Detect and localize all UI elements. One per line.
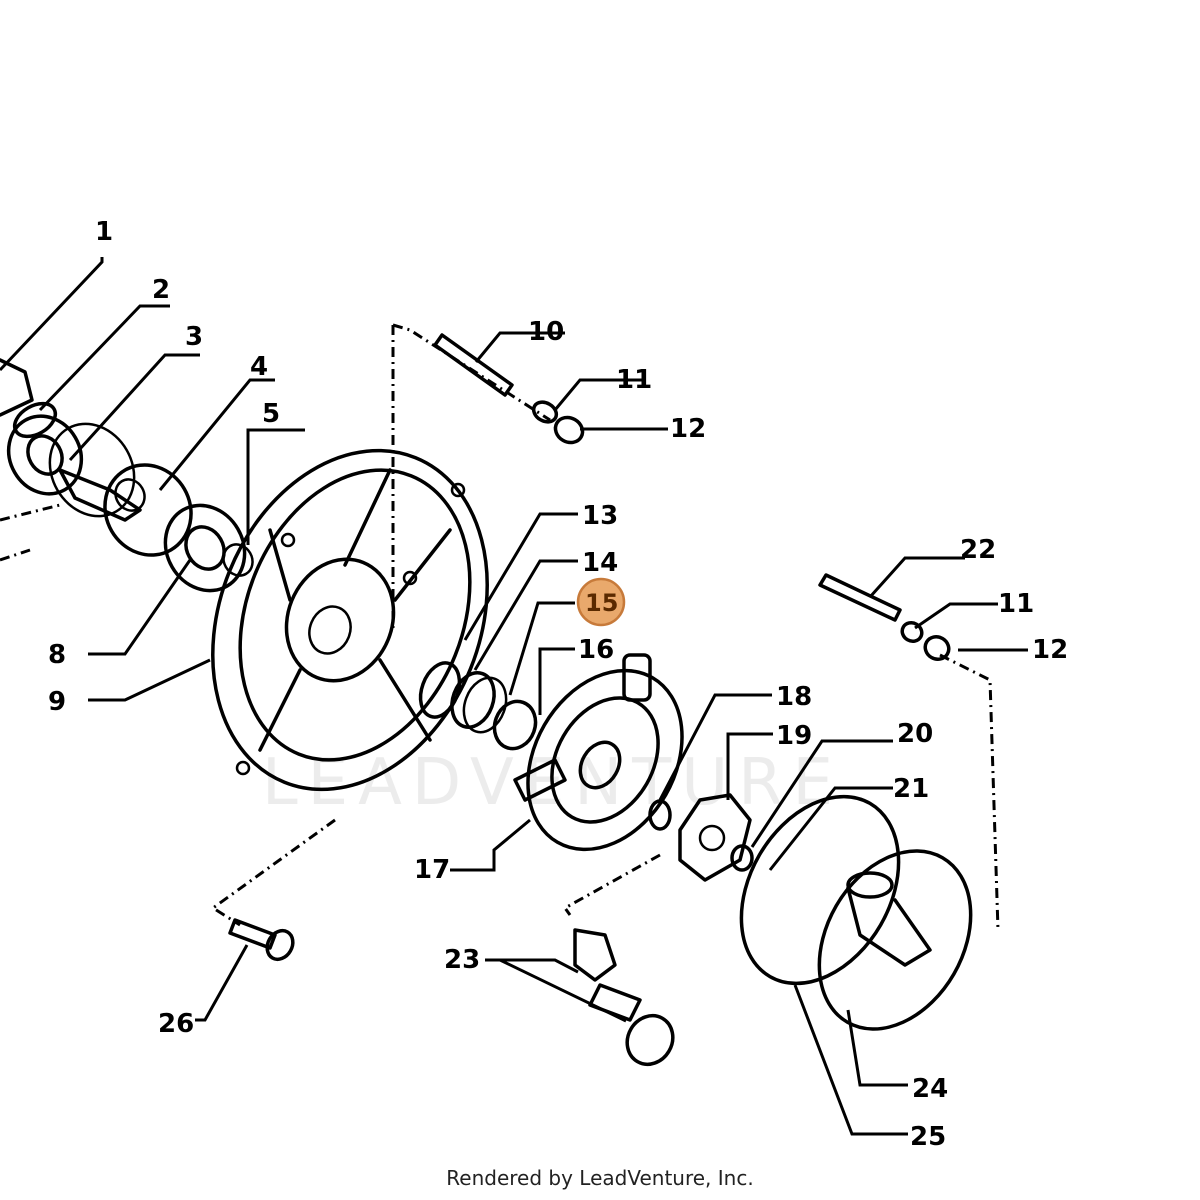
label-part-24[interactable]: 24	[912, 1074, 948, 1104]
impeller	[648, 793, 754, 882]
upper-stud-hardware	[433, 333, 585, 445]
label-part-26[interactable]: 26	[158, 1009, 194, 1039]
label-part-13[interactable]: 13	[582, 501, 618, 531]
label-part-10[interactable]: 10	[528, 317, 564, 347]
label-part-11b[interactable]: 11	[998, 589, 1034, 619]
label-part-12a[interactable]: 12	[670, 414, 706, 444]
right-bolt-hardware	[818, 573, 951, 662]
label-part-8[interactable]: 8	[48, 640, 66, 670]
label-part-11a[interactable]: 11	[616, 365, 652, 395]
label-part-18[interactable]: 18	[776, 682, 812, 712]
shaft-assembly	[0, 358, 146, 522]
label-part-23[interactable]: 23	[444, 945, 480, 975]
label-part-4[interactable]: 4	[250, 352, 268, 382]
bearing-and-washers	[103, 463, 254, 593]
label-part-15[interactable]: 15	[585, 589, 618, 617]
label-part-19[interactable]: 19	[776, 721, 812, 751]
label-part-22[interactable]: 22	[960, 535, 996, 565]
bottom-bolt	[228, 918, 295, 962]
center-lines	[0, 323, 1000, 931]
label-part-25[interactable]: 25	[910, 1122, 946, 1152]
label-part-16[interactable]: 16	[578, 635, 614, 665]
part-labels: 1 2 3 4 5 8 9 10 11 12 13 14 15 16 17 18…	[48, 217, 1068, 1152]
label-part-17[interactable]: 17	[414, 855, 450, 885]
label-part-21[interactable]: 21	[893, 774, 929, 804]
label-part-2[interactable]: 2	[152, 275, 170, 305]
impeller-cover	[513, 653, 684, 852]
render-credit: Rendered by LeadVenture, Inc.	[446, 1166, 754, 1190]
label-part-9[interactable]: 9	[48, 687, 66, 717]
label-part-20[interactable]: 20	[897, 719, 933, 749]
gasket-and-end-cover	[739, 794, 973, 1031]
label-part-3[interactable]: 3	[185, 322, 203, 352]
label-part-5[interactable]: 5	[262, 399, 280, 429]
label-part-14[interactable]: 14	[582, 548, 618, 578]
seal-spring-set	[418, 661, 538, 751]
leader-lines	[0, 257, 1028, 1136]
valve-assembly	[573, 928, 675, 1067]
highlight-marker	[576, 577, 626, 627]
label-part-12b[interactable]: 12	[1032, 635, 1068, 665]
pump-housing	[211, 448, 489, 792]
label-part-1[interactable]: 1	[95, 217, 113, 247]
